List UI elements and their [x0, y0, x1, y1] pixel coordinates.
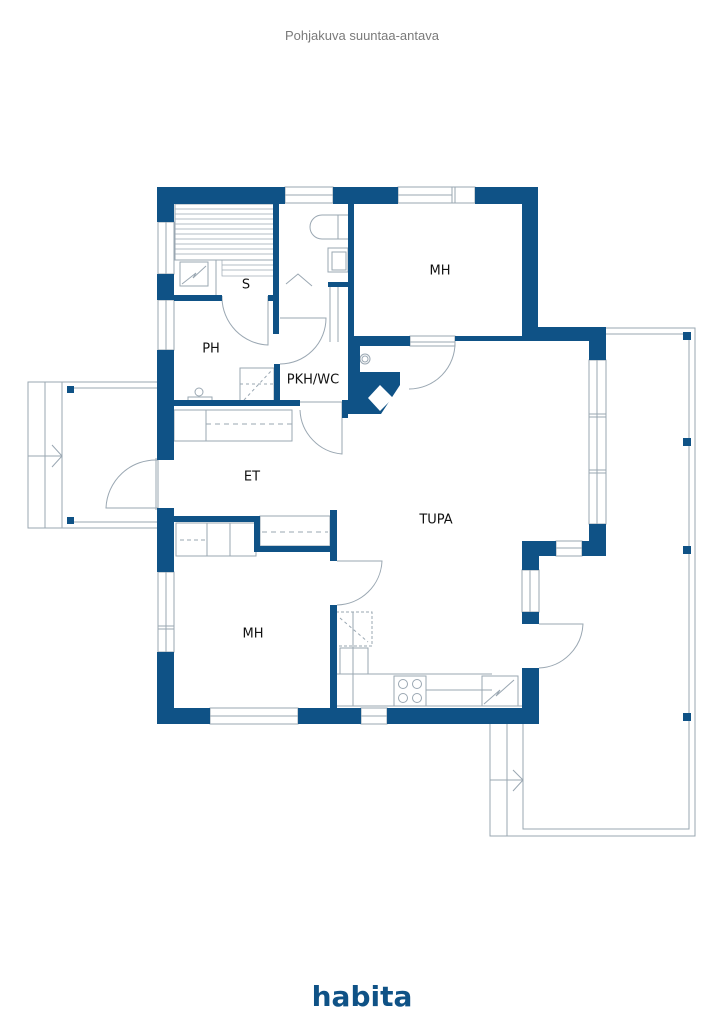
- window-top-1: [284, 186, 334, 204]
- window-right-tupa: [588, 359, 607, 525]
- room-label-ph: PH: [202, 342, 220, 357]
- door-entrance: [105, 459, 159, 509]
- window-tupa-nook-2: [521, 569, 540, 613]
- fireplace-icon: [368, 385, 393, 411]
- door-mh-top: [408, 341, 456, 390]
- room-label-mh-bottom: MH: [243, 627, 264, 642]
- window-top-2: [397, 186, 476, 204]
- terrace-posts: [67, 332, 691, 721]
- window-left-3: [157, 571, 175, 653]
- toilet: [309, 214, 348, 240]
- room-label-mh-top: MH: [430, 264, 451, 279]
- door-terrace: [538, 623, 584, 669]
- habita-logo: habita: [311, 980, 413, 1013]
- ph-shower: [239, 367, 275, 403]
- room-label-et: ET: [244, 470, 260, 485]
- room-label-tupa: TUPA: [418, 513, 452, 528]
- door-mh-bottom: [336, 560, 383, 606]
- door-hall-pkh: [299, 401, 343, 455]
- wardrobe-mh: [175, 522, 257, 557]
- et-storage: [173, 409, 293, 442]
- plan-caption: Pohjakuva suuntaa-antava: [285, 28, 439, 43]
- door-sauna: [221, 296, 269, 346]
- pkh-roof-sketch: [285, 273, 313, 287]
- room-label-pkh-wc: PKH/WC: [287, 373, 339, 388]
- room-label-sauna: S: [242, 278, 250, 293]
- window-bottom-2: [360, 707, 388, 725]
- walls: [157, 187, 606, 724]
- left-terrace: [27, 381, 159, 529]
- right-terrace: [489, 327, 696, 837]
- door-pkh: [279, 317, 327, 365]
- kitchen-counter: [335, 611, 522, 707]
- window-tupa-nook: [555, 540, 583, 557]
- window-mh-top-bottom: [409, 335, 456, 347]
- window-left-1: [157, 221, 175, 275]
- sauna-benches: [174, 203, 276, 296]
- wardrobe-et: [259, 515, 331, 547]
- window-left-2: [157, 299, 175, 351]
- wc-sink: [327, 247, 349, 273]
- window-bottom-1: [209, 707, 299, 725]
- ph-tap: [187, 387, 213, 402]
